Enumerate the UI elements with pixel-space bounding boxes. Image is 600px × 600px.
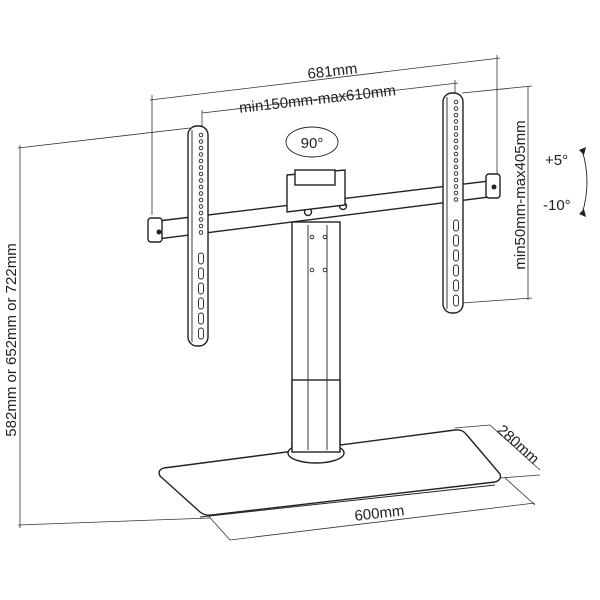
slot xyxy=(453,279,459,292)
hole xyxy=(453,151,459,157)
hole xyxy=(198,145,204,151)
slot xyxy=(198,297,204,310)
vesa-height-label: min50mm-max405mm xyxy=(512,120,529,269)
slot xyxy=(198,327,204,340)
hole xyxy=(453,112,459,118)
hole xyxy=(198,171,204,177)
hole xyxy=(453,190,459,196)
hole xyxy=(453,158,459,163)
hole xyxy=(198,210,204,216)
right-bracket xyxy=(442,92,464,314)
hole xyxy=(198,223,204,229)
overall-width-label: 681mm xyxy=(307,60,359,83)
base-depth-label: 280mm xyxy=(494,422,543,468)
hole xyxy=(453,99,459,105)
base-plate xyxy=(158,379,502,518)
dimension-lines xyxy=(17,55,541,541)
rotation-arrow-icon xyxy=(285,126,339,158)
slot xyxy=(198,267,204,280)
hole xyxy=(198,139,204,144)
hole xyxy=(453,145,459,150)
hole xyxy=(198,230,204,235)
hole xyxy=(453,197,459,202)
hole xyxy=(198,132,204,138)
hole xyxy=(453,119,459,124)
slot xyxy=(453,249,459,262)
tilt-up-label: +5° xyxy=(545,152,568,169)
mounting-holes xyxy=(198,99,459,340)
hole xyxy=(453,164,459,170)
height-label: 582mm or 652mm or 722mm xyxy=(3,243,20,436)
left-bracket xyxy=(187,125,209,347)
hole xyxy=(198,191,204,196)
slot xyxy=(198,252,204,265)
slot xyxy=(198,282,204,295)
hole xyxy=(198,158,204,164)
slot xyxy=(453,264,459,277)
hole xyxy=(198,197,204,203)
tilt-arrow-icon xyxy=(581,149,588,215)
hole xyxy=(453,184,459,189)
hole xyxy=(198,165,204,170)
hole xyxy=(453,171,459,176)
tilt-down-label: -10° xyxy=(543,197,571,214)
hole xyxy=(198,184,204,190)
hole xyxy=(198,178,204,183)
hole xyxy=(453,106,459,111)
hole xyxy=(453,125,459,131)
slot xyxy=(453,234,459,247)
vesa-width-label: min150mm-max610mm xyxy=(238,82,396,117)
hole xyxy=(198,152,204,157)
slot xyxy=(198,312,204,325)
crossbar xyxy=(147,173,501,243)
hole xyxy=(198,217,204,222)
hole xyxy=(453,132,459,137)
hole xyxy=(453,177,459,183)
hole xyxy=(453,138,459,144)
base-width-label: 600mm xyxy=(354,502,406,525)
slot xyxy=(453,219,459,232)
rotation-label: 90° xyxy=(301,135,324,152)
hole xyxy=(198,204,204,209)
slot xyxy=(453,294,459,307)
